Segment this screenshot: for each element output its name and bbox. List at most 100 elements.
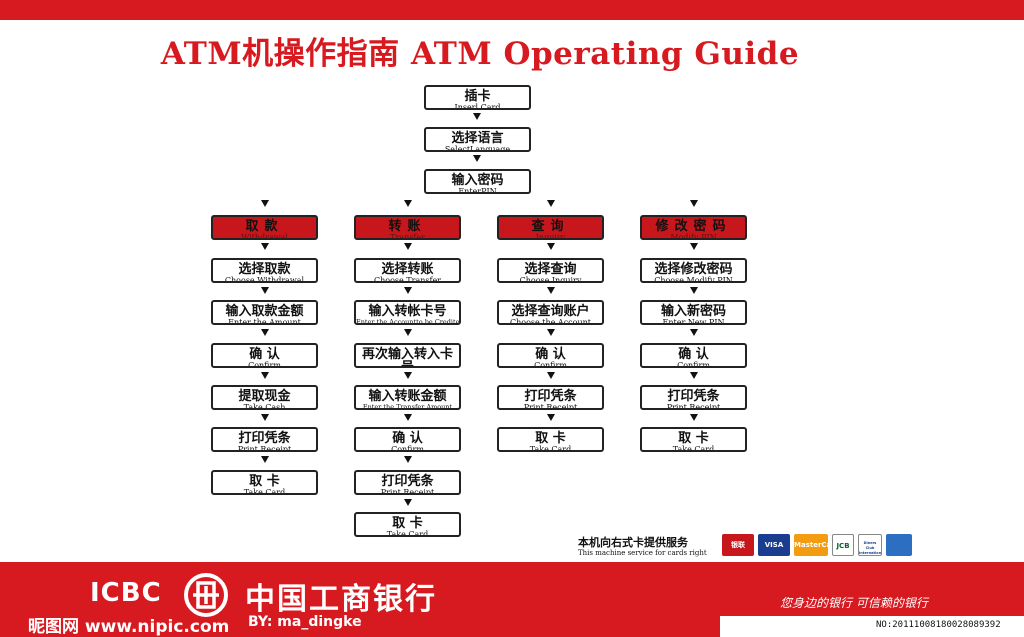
column-3-arrow-4 xyxy=(546,414,555,421)
column-3-arrow-2 xyxy=(546,329,555,336)
column-2-step-7-label-en: Take Card xyxy=(386,530,429,537)
main-step-1-label-en: Inserl Card xyxy=(454,103,501,110)
column-3-header-label-zh: 查询 xyxy=(531,219,570,234)
visa-logo: VISA xyxy=(758,534,790,556)
column-4-step-2-label-en: Enter New PIN xyxy=(662,318,725,325)
column-4-header-label-zh: 修改密码 xyxy=(655,219,732,234)
column-1-step-1-label-en: Choose Withdrawal xyxy=(224,276,305,283)
column-2-step-6-label-en: Print Receipt xyxy=(380,488,435,495)
column-1-step-6-label-en: Take Card xyxy=(243,488,286,495)
unionpay-logo: 银联 xyxy=(722,534,754,556)
column-1-step-4-label-zh: 提取现金 xyxy=(238,389,291,404)
column-2-step-2-label-en: Enter the Accountto be Credited xyxy=(356,318,461,325)
diners-club-logo: Diners Club International xyxy=(858,534,882,556)
column-1-step-5-label-en: Print Receipt xyxy=(237,445,292,452)
column-2-header-label-zh: 转账 xyxy=(388,219,427,234)
column-1-step-4-label-en: Take Cash xyxy=(243,403,286,410)
bank-name: 中国工商银行 xyxy=(245,582,437,617)
column-1-arrow-4 xyxy=(260,414,269,421)
column-1-step-3-label-en: Confirm xyxy=(248,361,281,368)
column-1-arrow-3 xyxy=(260,372,269,379)
column-4-step-5-label-en: Take Card xyxy=(672,445,715,452)
column-1-arrow-2 xyxy=(260,329,269,336)
column-1-step-2-label-zh: 输入取款金额 xyxy=(225,304,304,319)
column-4-step-3-label-en: Confirm xyxy=(677,361,710,368)
column-2-step-4-label-zh: 输入转账金额 xyxy=(368,389,447,404)
column-2-arrow-1 xyxy=(403,287,412,294)
column-4-step-1-label-en: Choose Modify PIN xyxy=(654,276,733,283)
column-2-step-5-label-en: Confirm xyxy=(391,445,424,452)
column-1-step-5-label-zh: 打印凭条 xyxy=(238,431,291,446)
column-4-header-label-en: Modify PIN xyxy=(670,233,717,240)
amex-logo xyxy=(886,534,912,556)
column-2-arrow-2 xyxy=(403,329,412,336)
column-2-step-3-label-zh: 再次输入转入卡号 xyxy=(361,347,453,368)
column-3-step-3-label-en: Confirm xyxy=(534,361,567,368)
slogan: 您身边的银行 可信赖的银行 xyxy=(780,596,928,610)
column-2-step-6-label-zh: 打印凭条 xyxy=(381,474,434,489)
column-1-header-label-zh: 取款 xyxy=(245,219,284,234)
main-step-3-label-zh: 输入密码 xyxy=(451,173,504,188)
column-3-step-4-label-zh: 打印凭条 xyxy=(524,389,577,404)
main-step-3-label-en: EnterPIN xyxy=(458,187,497,194)
column-3-step-5-label-en: Take Card xyxy=(529,445,572,452)
column-4-step-3-label-zh: 确 认 xyxy=(678,347,709,362)
column-1-top-arrow xyxy=(260,200,269,207)
column-2-step-4-label-en: Enter the Transfer Amount xyxy=(362,403,453,410)
mastercard-logo: MasterCard xyxy=(794,534,828,556)
column-4-arrow-0 xyxy=(689,243,698,250)
column-4-step-2-label-zh: 输入新密码 xyxy=(660,304,726,319)
watermark: 昵图网 www.nipic.com xyxy=(28,617,230,637)
column-4-arrow-2 xyxy=(689,329,698,336)
column-4-arrow-3 xyxy=(689,372,698,379)
icbc-wordmark: ICBC xyxy=(90,578,162,608)
column-4-step-1-label-zh: 选择修改密码 xyxy=(654,262,733,277)
column-1-step-3-label-zh: 确 认 xyxy=(249,347,280,362)
column-3-step-3-label-zh: 确 认 xyxy=(535,347,566,362)
column-3-arrow-1 xyxy=(546,287,555,294)
top-red-band xyxy=(0,0,1024,20)
cards-notice-zh: 本机向右式卡提供服务 xyxy=(578,536,688,549)
column-1-step-6-label-zh: 取 卡 xyxy=(249,474,280,489)
column-4-step-4-label-en: Print Receipt xyxy=(666,403,721,410)
column-2-step-3: 再次输入转入卡号Enter the Accountto be Credited … xyxy=(354,343,461,368)
column-2-step-1-label-zh: 选择转账 xyxy=(381,262,434,277)
main-step-1-label-zh: 插卡 xyxy=(464,89,491,104)
column-4-step-4-label-zh: 打印凭条 xyxy=(667,389,720,404)
column-1-arrow-0 xyxy=(260,243,269,250)
cards-notice-en: This machine service for cards right xyxy=(578,549,707,557)
column-2-arrow-0 xyxy=(403,243,412,250)
column-2-step-2-label-zh: 输入转帐卡号 xyxy=(368,304,447,319)
column-2-step-5-label-zh: 确 认 xyxy=(392,431,423,446)
column-2-top-arrow xyxy=(403,200,412,207)
column-4-step-5-label-zh: 取 卡 xyxy=(678,431,709,446)
column-1-step-2-label-en: Enter the Amount xyxy=(228,318,301,325)
column-3-step-4-label-en: Print Receipt xyxy=(523,403,578,410)
column-2-arrow-5 xyxy=(403,456,412,463)
column-3-arrow-3 xyxy=(546,372,555,379)
column-2-header-label-en: Transfer xyxy=(390,233,425,240)
